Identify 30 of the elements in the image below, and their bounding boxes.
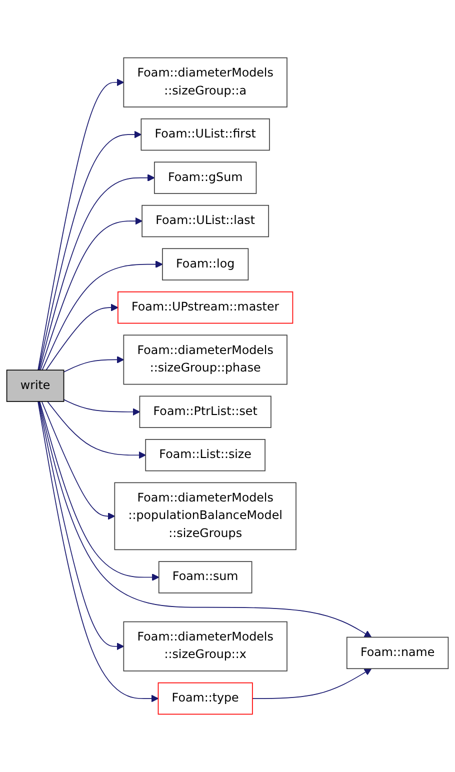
node-box: Foam::log	[162, 248, 249, 280]
node-box: Foam::List::size	[145, 439, 266, 472]
arrow	[38, 78, 124, 371]
node-box: Foam::PtrList::set	[139, 396, 272, 428]
arrow	[47, 401, 146, 459]
arrow	[38, 401, 159, 702]
arrow	[40, 217, 142, 371]
node-box: Foam::diameterModels ::sizeGroup::a	[123, 57, 288, 108]
node-box: Foam::gSum	[154, 162, 257, 194]
arrow	[38, 401, 372, 638]
node-box: Foam::sum	[158, 561, 252, 594]
arrow	[252, 668, 372, 699]
node-box: Foam::UPstream::master	[118, 291, 294, 324]
node-box: Foam::diameterModels ::sizeGroup::phase	[123, 334, 288, 385]
arrow	[39, 401, 160, 581]
node-box: Foam::UList::last	[142, 204, 270, 238]
node-box: Foam::UList::first	[140, 118, 270, 151]
arrow	[41, 401, 115, 520]
arrow	[38, 174, 155, 371]
node-box: Foam::type	[158, 682, 253, 715]
node-box: Foam::name	[346, 636, 449, 670]
arrow	[38, 401, 124, 650]
arrow	[38, 130, 142, 371]
node-box: Foam::diameterModels ::populationBalanceModel ::sizeGroups	[114, 482, 296, 550]
arrow	[63, 399, 140, 416]
arrow	[42, 260, 163, 371]
arrow	[46, 304, 118, 371]
node-box: write	[6, 370, 64, 402]
node-box: Foam::diameterModels ::sizeGroup::x	[123, 621, 288, 672]
arrow	[63, 356, 124, 372]
